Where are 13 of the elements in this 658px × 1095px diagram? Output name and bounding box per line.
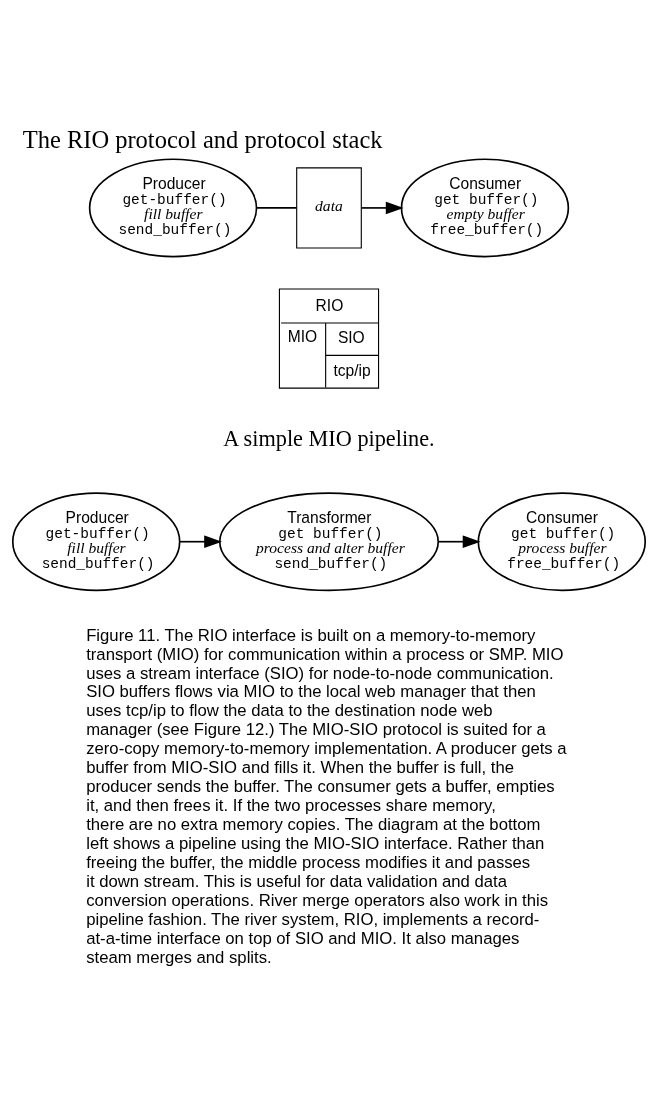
label: A simple MIO pipeline. xyxy=(223,425,435,451)
node-ellipse: Producer get-buffer() fill buffer send_buffer() xyxy=(11,491,181,591)
caption: Figure 11. The RIO interface is built on a memory-to-memory transport (MIO) for communication within a process or SMP. MIO uses a stream interface (SIO) for node-to-node communication. SIO buffers flows via MIO to the local web manager that then uses tcp/ip to flow the data to the destination node web manager (see Figure 12.) The MIO-SIO protocol is suited for a zero-copy memory-to-memory implementation. A producer gets a buffer from MIO-SIO and fills it. When the buffer is full, the producer sends the buffer. The consumer gets a buffer, empties it, and then frees it. If the two processes share memory, there are no extra memory copies. The diagram at the bottom left shows a pipeline using the MIO-SIO interface. Rather than freeing the buffer, the middle process modifies it and passes it down stream. This is useful for data validation and data conversion operations. River merge operators also work in this pipeline fashion. The river system, RIO, implements a record-at-a-time interface on top of SIO and MIO. It also manages steam merges and splits. xyxy=(86,625,567,967)
arrow xyxy=(437,534,481,548)
node-ellipse: Transformer get buffer() process and alter buffer send_buffer() xyxy=(218,491,440,591)
connector xyxy=(256,206,298,209)
diagram-title: The RIO protocol and protocol stack xyxy=(22,125,383,153)
node-ellipse: Consumer get buffer() process buffer free_buffer() xyxy=(477,491,647,591)
arrow xyxy=(179,534,222,548)
node-ellipse: Consumer get buffer() empty buffer free_buffer() xyxy=(400,157,570,257)
node-ellipse: Producer get-buffer() fill buffer send_buffer() xyxy=(88,157,258,257)
arrow xyxy=(360,201,404,214)
node-box: data xyxy=(296,166,362,249)
